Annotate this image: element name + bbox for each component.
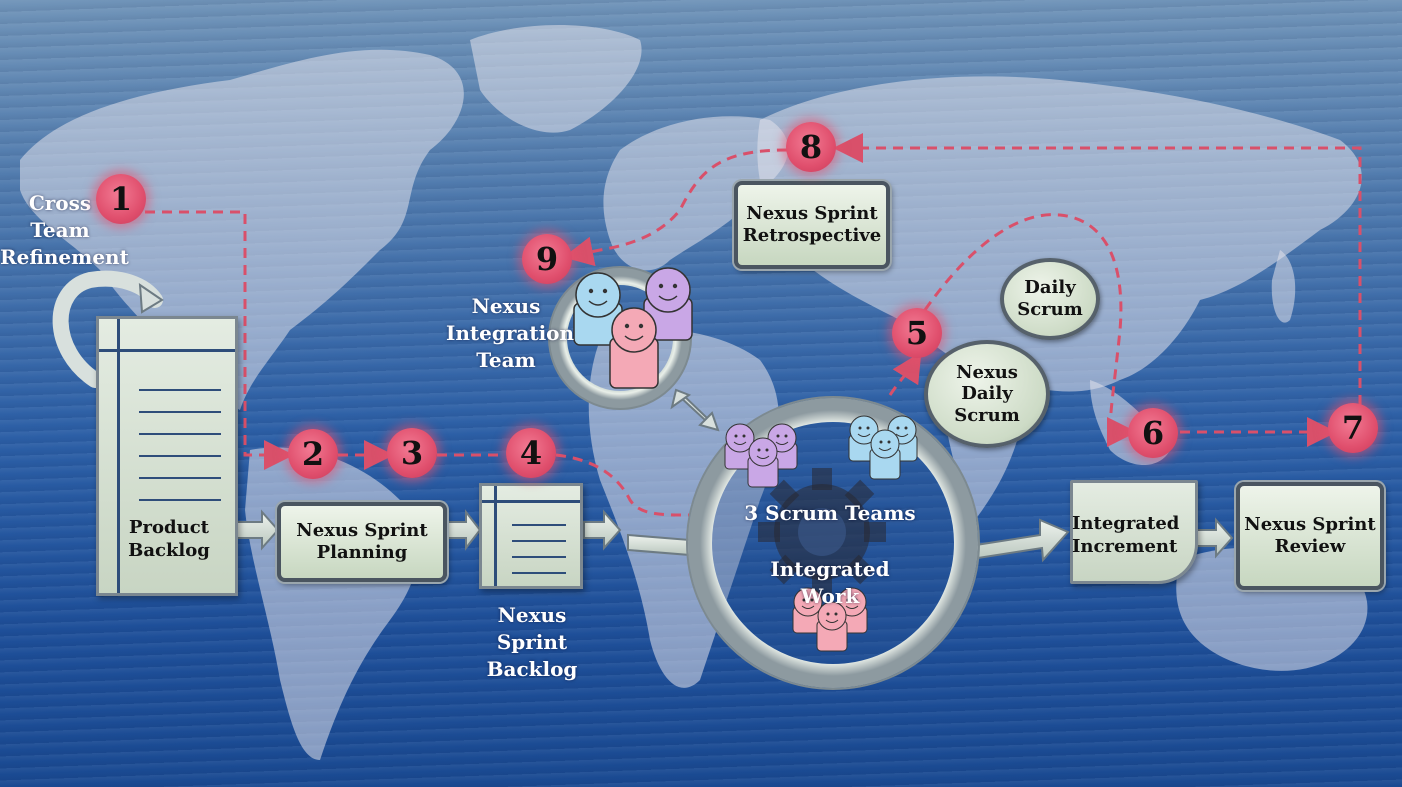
three-scrum-teams-label: 3 Scrum Teams xyxy=(744,501,916,525)
nexus-daily-scrum-oval: Nexus Daily Scrum xyxy=(924,340,1050,448)
nexus-daily-scrum-label: Nexus Daily Scrum xyxy=(954,361,1020,426)
step-7-badge: 7 xyxy=(1328,403,1378,453)
daily-scrum-oval: Daily Scrum xyxy=(1000,258,1100,340)
nexus-sprint-backlog-document-icon xyxy=(479,483,583,589)
flow-arrows xyxy=(235,509,1234,563)
refinement-loop-arrowhead xyxy=(138,283,164,314)
flow-paths xyxy=(145,133,1362,517)
integrated-increment-document-icon xyxy=(1070,480,1198,584)
nexus-sprint-review-box: Nexus Sprint Review xyxy=(1236,482,1384,590)
nexus-sprint-retrospective-box: Nexus Sprint Retrospective xyxy=(734,181,890,269)
product-backlog-document-icon xyxy=(96,316,238,596)
nexus-sprint-planning-box: Nexus Sprint Planning xyxy=(277,502,447,582)
nexus-sprint-retrospective-label: Nexus Sprint Retrospective xyxy=(742,202,882,247)
integrated-increment-label: Integrated Increment xyxy=(1072,513,1180,558)
nexus-sprint-backlog-label: Nexus Sprint Backlog xyxy=(486,603,578,681)
integrated-work-label: Integrated Work xyxy=(770,557,890,608)
nexus-sprint-review-label: Nexus Sprint Review xyxy=(1244,513,1376,558)
scrum-team-purple-icon xyxy=(724,423,798,488)
step-5-badge: 5 xyxy=(892,308,942,358)
nexus-sprint-planning-label: Nexus Sprint Planning xyxy=(296,519,428,564)
step-3-badge: 3 xyxy=(387,428,437,478)
nexus-integration-team-label: Nexus Integration Team xyxy=(446,294,575,372)
product-backlog-label: Product Backlog xyxy=(128,517,210,562)
step-1-badge: 1 xyxy=(96,174,146,224)
daily-scrum-label: Daily Scrum xyxy=(1017,277,1083,320)
step-2-badge: 2 xyxy=(288,429,338,479)
integration-team-people-icon xyxy=(573,267,693,389)
scrum-team-pink-icon xyxy=(792,587,868,652)
step-9-badge: 9 xyxy=(522,234,572,284)
scrum-team-blue-icon xyxy=(848,415,918,480)
integration-arrow-icon xyxy=(670,388,720,432)
refinement-loop-icon xyxy=(52,270,163,388)
step-8-badge: 8 xyxy=(786,122,836,172)
step-4-badge: 4 xyxy=(506,428,556,478)
step-6-badge: 6 xyxy=(1128,408,1178,458)
sprint-cycle-ring-outline xyxy=(686,396,980,690)
cross-team-refinement-label: Cross Team Refinement xyxy=(0,191,129,269)
gear-icon xyxy=(758,468,886,596)
